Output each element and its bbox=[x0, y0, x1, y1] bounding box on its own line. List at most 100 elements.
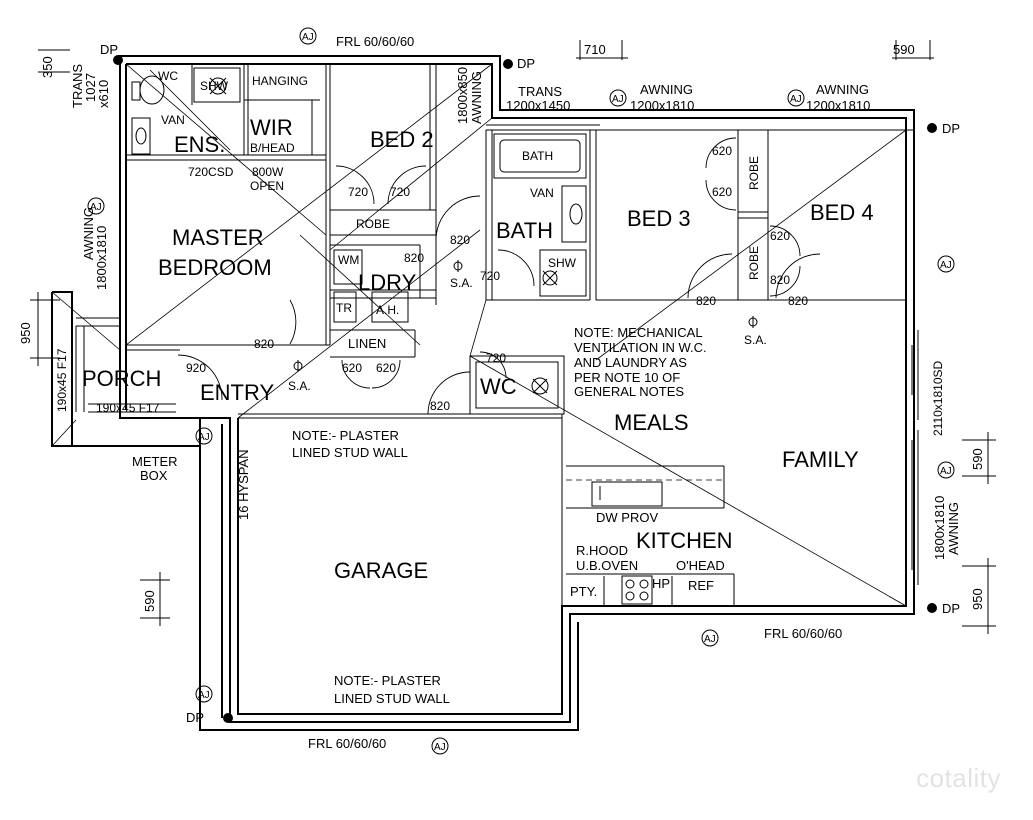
room-bath: BATH bbox=[496, 218, 553, 243]
aj-marker-icon: AJ bbox=[609, 89, 627, 107]
svg-text:950: 950 bbox=[970, 588, 985, 610]
room-labels: ENS. WIR BED 2 MASTER BEDROOM BATH BED 3… bbox=[82, 115, 874, 583]
svg-text:AJ: AJ bbox=[198, 432, 210, 443]
svg-text:BATH: BATH bbox=[522, 149, 553, 163]
room-wc: WC bbox=[480, 374, 517, 399]
aj-marker-icon: AJ bbox=[431, 737, 449, 755]
svg-text:TRANS: TRANS bbox=[70, 64, 85, 108]
shower-icon bbox=[209, 77, 227, 95]
svg-text:AWNING: AWNING bbox=[81, 207, 96, 260]
svg-text:DP: DP bbox=[100, 42, 118, 57]
svg-text:FRL 60/60/60: FRL 60/60/60 bbox=[764, 626, 842, 641]
svg-text:PTY.: PTY. bbox=[570, 584, 597, 599]
aj-marker-icon: AJ bbox=[195, 427, 213, 445]
svg-text:S.A.: S.A. bbox=[450, 276, 473, 290]
svg-text:AWNING: AWNING bbox=[640, 82, 693, 97]
room-family: FAMILY bbox=[782, 447, 859, 472]
svg-text:GENERAL NOTES: GENERAL NOTES bbox=[574, 384, 684, 399]
svg-text:AJ: AJ bbox=[198, 690, 210, 701]
room-wir: WIR bbox=[250, 115, 293, 140]
room-bed2: BED 2 bbox=[370, 127, 434, 152]
svg-text:ROBE: ROBE bbox=[747, 246, 761, 280]
svg-text:720: 720 bbox=[486, 351, 506, 365]
svg-text:LINEN: LINEN bbox=[348, 336, 386, 351]
svg-text:SHW: SHW bbox=[200, 79, 229, 93]
diagonal-guides bbox=[51, 63, 907, 607]
brand-watermark: cotality bbox=[916, 763, 1001, 793]
svg-text:190x45 F17: 190x45 F17 bbox=[96, 401, 160, 415]
annotations: DP DP DP DP DP TRANS 1027 x610 350 FRL 6… bbox=[18, 34, 985, 751]
door-swings bbox=[177, 137, 821, 415]
dimension-lines bbox=[30, 40, 996, 634]
svg-text:1200x1810: 1200x1810 bbox=[806, 98, 870, 113]
svg-text:710: 710 bbox=[584, 42, 606, 57]
svg-text:A.H.: A.H. bbox=[376, 303, 399, 317]
room-ens: ENS. bbox=[174, 132, 225, 157]
svg-text:590: 590 bbox=[893, 42, 915, 57]
svg-text:AJ: AJ bbox=[940, 260, 952, 271]
svg-text:x610: x610 bbox=[96, 80, 111, 108]
svg-text:PER NOTE 10 OF: PER NOTE 10 OF bbox=[574, 370, 680, 385]
room-garage: GARAGE bbox=[334, 558, 428, 583]
svg-text:2110x1810SD: 2110x1810SD bbox=[931, 360, 945, 436]
svg-text:WM: WM bbox=[338, 253, 359, 267]
aj-marker-icon: AJ bbox=[787, 89, 805, 107]
room-entry: ENTRY bbox=[200, 380, 274, 405]
aj-marker-icon: AJ bbox=[87, 197, 105, 215]
svg-text:ROBE: ROBE bbox=[356, 217, 390, 231]
svg-text:BOX: BOX bbox=[140, 468, 168, 483]
svg-text:DW PROV: DW PROV bbox=[596, 510, 658, 525]
svg-text:DP: DP bbox=[942, 121, 960, 136]
downpipe-icon bbox=[927, 123, 937, 133]
svg-text:820: 820 bbox=[450, 233, 470, 247]
svg-text:TR: TR bbox=[336, 301, 352, 315]
svg-text:NOTE:- PLASTER: NOTE:- PLASTER bbox=[334, 673, 441, 688]
svg-text:HP: HP bbox=[652, 576, 670, 591]
svg-text:820: 820 bbox=[404, 251, 424, 265]
svg-text:VAN: VAN bbox=[161, 113, 185, 127]
room-bed4: BED 4 bbox=[810, 200, 874, 225]
svg-text:ROBE: ROBE bbox=[747, 156, 761, 190]
svg-text:820: 820 bbox=[770, 273, 790, 287]
svg-text:190x45 F17: 190x45 F17 bbox=[55, 348, 69, 412]
svg-text:REF: REF bbox=[688, 578, 714, 593]
svg-text:620: 620 bbox=[712, 185, 732, 199]
svg-text:AJ: AJ bbox=[704, 634, 716, 645]
svg-text:620: 620 bbox=[712, 144, 732, 158]
svg-text:R.HOOD: R.HOOD bbox=[576, 543, 628, 558]
svg-text:NOTE: MECHANICAL: NOTE: MECHANICAL bbox=[574, 325, 703, 340]
svg-text:OPEN: OPEN bbox=[250, 179, 284, 193]
svg-text:VAN: VAN bbox=[530, 186, 554, 200]
svg-text:HANGING: HANGING bbox=[252, 74, 308, 88]
svg-text:TRANS: TRANS bbox=[518, 84, 562, 99]
svg-text:NOTE:- PLASTER: NOTE:- PLASTER bbox=[292, 428, 399, 443]
svg-text:950: 950 bbox=[18, 322, 33, 344]
room-master-1: MASTER bbox=[172, 225, 264, 250]
aj-marker-icon: AJ bbox=[299, 27, 317, 45]
svg-text:S.A.: S.A. bbox=[744, 333, 767, 347]
room-porch: PORCH bbox=[82, 366, 161, 391]
outer-walls bbox=[51, 55, 915, 731]
smoke-alarm-markers bbox=[293, 260, 758, 372]
room-meals: MEALS bbox=[614, 410, 689, 435]
downpipe-icon bbox=[927, 603, 937, 613]
aj-marker-icon: AJ bbox=[701, 629, 719, 647]
svg-text:350: 350 bbox=[40, 56, 55, 78]
svg-text:AJ: AJ bbox=[940, 466, 952, 477]
svg-text:1200x1810: 1200x1810 bbox=[630, 98, 694, 113]
svg-text:800W: 800W bbox=[252, 165, 284, 179]
svg-text:720: 720 bbox=[390, 185, 410, 199]
svg-text:1027: 1027 bbox=[83, 73, 98, 102]
downpipe-icon bbox=[223, 713, 233, 723]
svg-text:AJ: AJ bbox=[612, 94, 624, 105]
svg-text:620: 620 bbox=[376, 361, 396, 375]
svg-text:FRL 60/60/60: FRL 60/60/60 bbox=[308, 736, 386, 751]
svg-text:820: 820 bbox=[254, 337, 274, 351]
svg-text:820: 820 bbox=[430, 399, 450, 413]
svg-text:720: 720 bbox=[480, 269, 500, 283]
svg-text:VENTILATION IN W.C.: VENTILATION IN W.C. bbox=[574, 340, 707, 355]
svg-text:AJ: AJ bbox=[90, 202, 102, 213]
svg-text:B/HEAD: B/HEAD bbox=[250, 141, 295, 155]
svg-text:1800x850: 1800x850 bbox=[455, 67, 470, 124]
aj-marker-icon: AJ bbox=[937, 255, 955, 273]
